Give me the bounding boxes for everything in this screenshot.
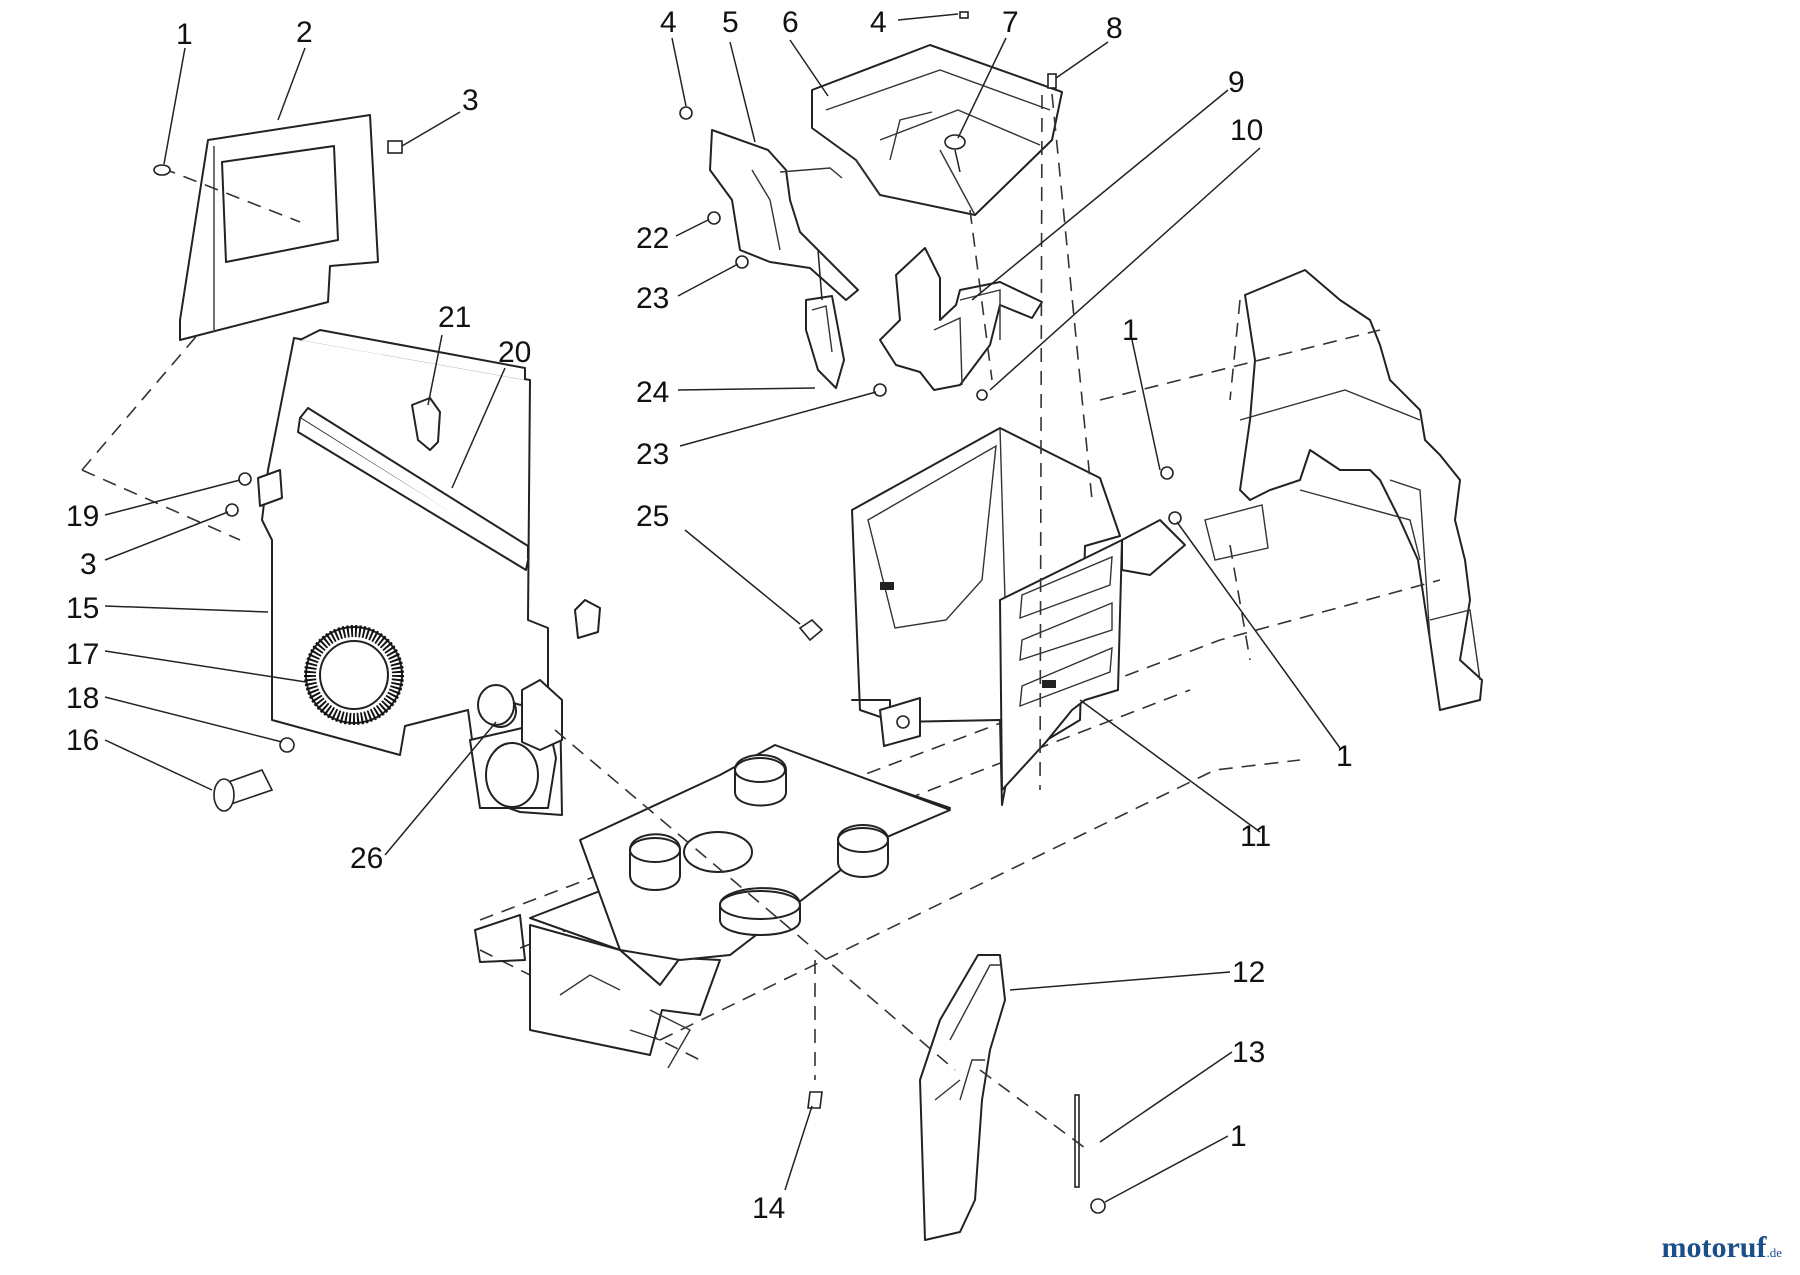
callout-4: 4 xyxy=(660,6,677,39)
callout-24: 24 xyxy=(636,376,669,409)
callout-13: 13 xyxy=(1232,1036,1265,1069)
callout-15: 15 xyxy=(66,592,99,625)
watermark-tld: .de xyxy=(1766,1245,1782,1260)
callout-17: 17 xyxy=(66,638,99,671)
callout-10: 10 xyxy=(1230,114,1263,147)
callout-20: 20 xyxy=(498,336,531,369)
part-17-ring xyxy=(304,625,404,725)
motoruf-watermark: motoruf.de xyxy=(1661,1231,1782,1265)
callout-16: 16 xyxy=(66,724,99,757)
callout-2: 2 xyxy=(296,16,313,49)
lower-frame xyxy=(474,744,951,1069)
callout-12: 12 xyxy=(1232,956,1265,989)
callout-7: 7 xyxy=(1002,6,1019,39)
callout-3: 3 xyxy=(462,84,479,117)
callout-5: 5 xyxy=(722,6,739,39)
callout-1c: 1 xyxy=(1122,314,1139,347)
callout-11: 11 xyxy=(1240,820,1271,853)
callout-1: 1 xyxy=(176,18,193,51)
callout-21: 21 xyxy=(438,301,471,334)
callout-labels: 1 2 3 4 5 6 4 7 8 9 10 22 23 21 20 24 1 … xyxy=(66,6,1353,1225)
callout-9: 9 xyxy=(1228,66,1245,99)
callout-26: 26 xyxy=(350,842,383,875)
callout-1d: 1 xyxy=(1336,740,1353,773)
leader-lines xyxy=(104,13,1341,1203)
callout-1e: 1 xyxy=(1230,1120,1247,1153)
hardware xyxy=(153,11,1182,1214)
part-9-bracket xyxy=(879,247,1043,391)
dashed-guides xyxy=(81,209,1086,1149)
callout-8: 8 xyxy=(1106,12,1123,45)
callout-25: 25 xyxy=(636,500,669,533)
callout-14: 14 xyxy=(752,1192,785,1225)
mount-isolators xyxy=(629,754,889,936)
callout-23b: 23 xyxy=(636,438,669,471)
callout-23: 23 xyxy=(636,282,669,315)
part-12-guard xyxy=(919,954,1080,1241)
callout-18: 18 xyxy=(66,682,99,715)
callout-6: 6 xyxy=(782,6,799,39)
callout-19: 19 xyxy=(66,500,99,533)
part-5-bracket xyxy=(709,129,859,389)
part-2-cover-panel xyxy=(161,114,379,341)
callout-3b: 3 xyxy=(80,548,97,581)
part-15-side-panel xyxy=(257,329,601,816)
callout-4b: 4 xyxy=(870,6,887,39)
part-11-console-shroud xyxy=(851,93,1186,806)
watermark-brand: motoruf xyxy=(1661,1231,1767,1264)
part-6-battery-tray xyxy=(811,44,1063,216)
callout-22: 22 xyxy=(636,222,669,255)
